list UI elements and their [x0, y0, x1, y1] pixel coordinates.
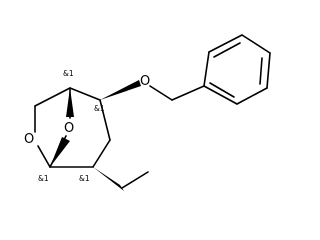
bond-ph-3-4 [241, 34, 271, 54]
bond-ch2-phenyl [171, 85, 205, 101]
atom-label-ring-oxygen: O [24, 132, 34, 147]
stereo-label-c1: &1 [38, 174, 49, 183]
bond-ph-double-a [213, 42, 241, 58]
wedge-bond-c1-o-bridge [50, 137, 70, 167]
bond-c5-c6 [34, 87, 71, 107]
bond-ph-5-6 [236, 87, 268, 105]
bond-c4-c5 [69, 87, 101, 101]
stereo-label-c2: &1 [79, 174, 90, 183]
bond-o-ring-c1 [37, 145, 51, 168]
atom-label-bridge-oxygen: O [64, 121, 74, 136]
bond-ethyl-ch2-ch3 [121, 171, 149, 189]
bond-ph-1-2 [203, 51, 210, 87]
bond-c2-c3 [92, 139, 111, 168]
bond-o-ether-ch2 [149, 85, 173, 101]
wedge-bond-c2-ethyl [93, 167, 124, 191]
wedge-bond-c5-o-bridge [66, 88, 74, 117]
stereo-label-c4: &1 [94, 104, 105, 113]
stereo-label-c5: &1 [63, 69, 74, 78]
bond-ph-6-1 [203, 85, 238, 105]
bond-c3-c4 [99, 99, 111, 141]
bond-ph-2-3 [208, 34, 243, 53]
wedge-bond-c4-o-ether [100, 80, 141, 100]
atom-label-ether-oxygen: O [140, 74, 150, 89]
molecule-structure-diagram: O O O &1 &1 &1 &1 [24, 34, 271, 191]
bond-ph-double-b [259, 57, 263, 85]
bond-lines [34, 34, 271, 189]
bond-ph-double-c [209, 82, 235, 98]
bond-ph-4-5 [266, 52, 271, 89]
